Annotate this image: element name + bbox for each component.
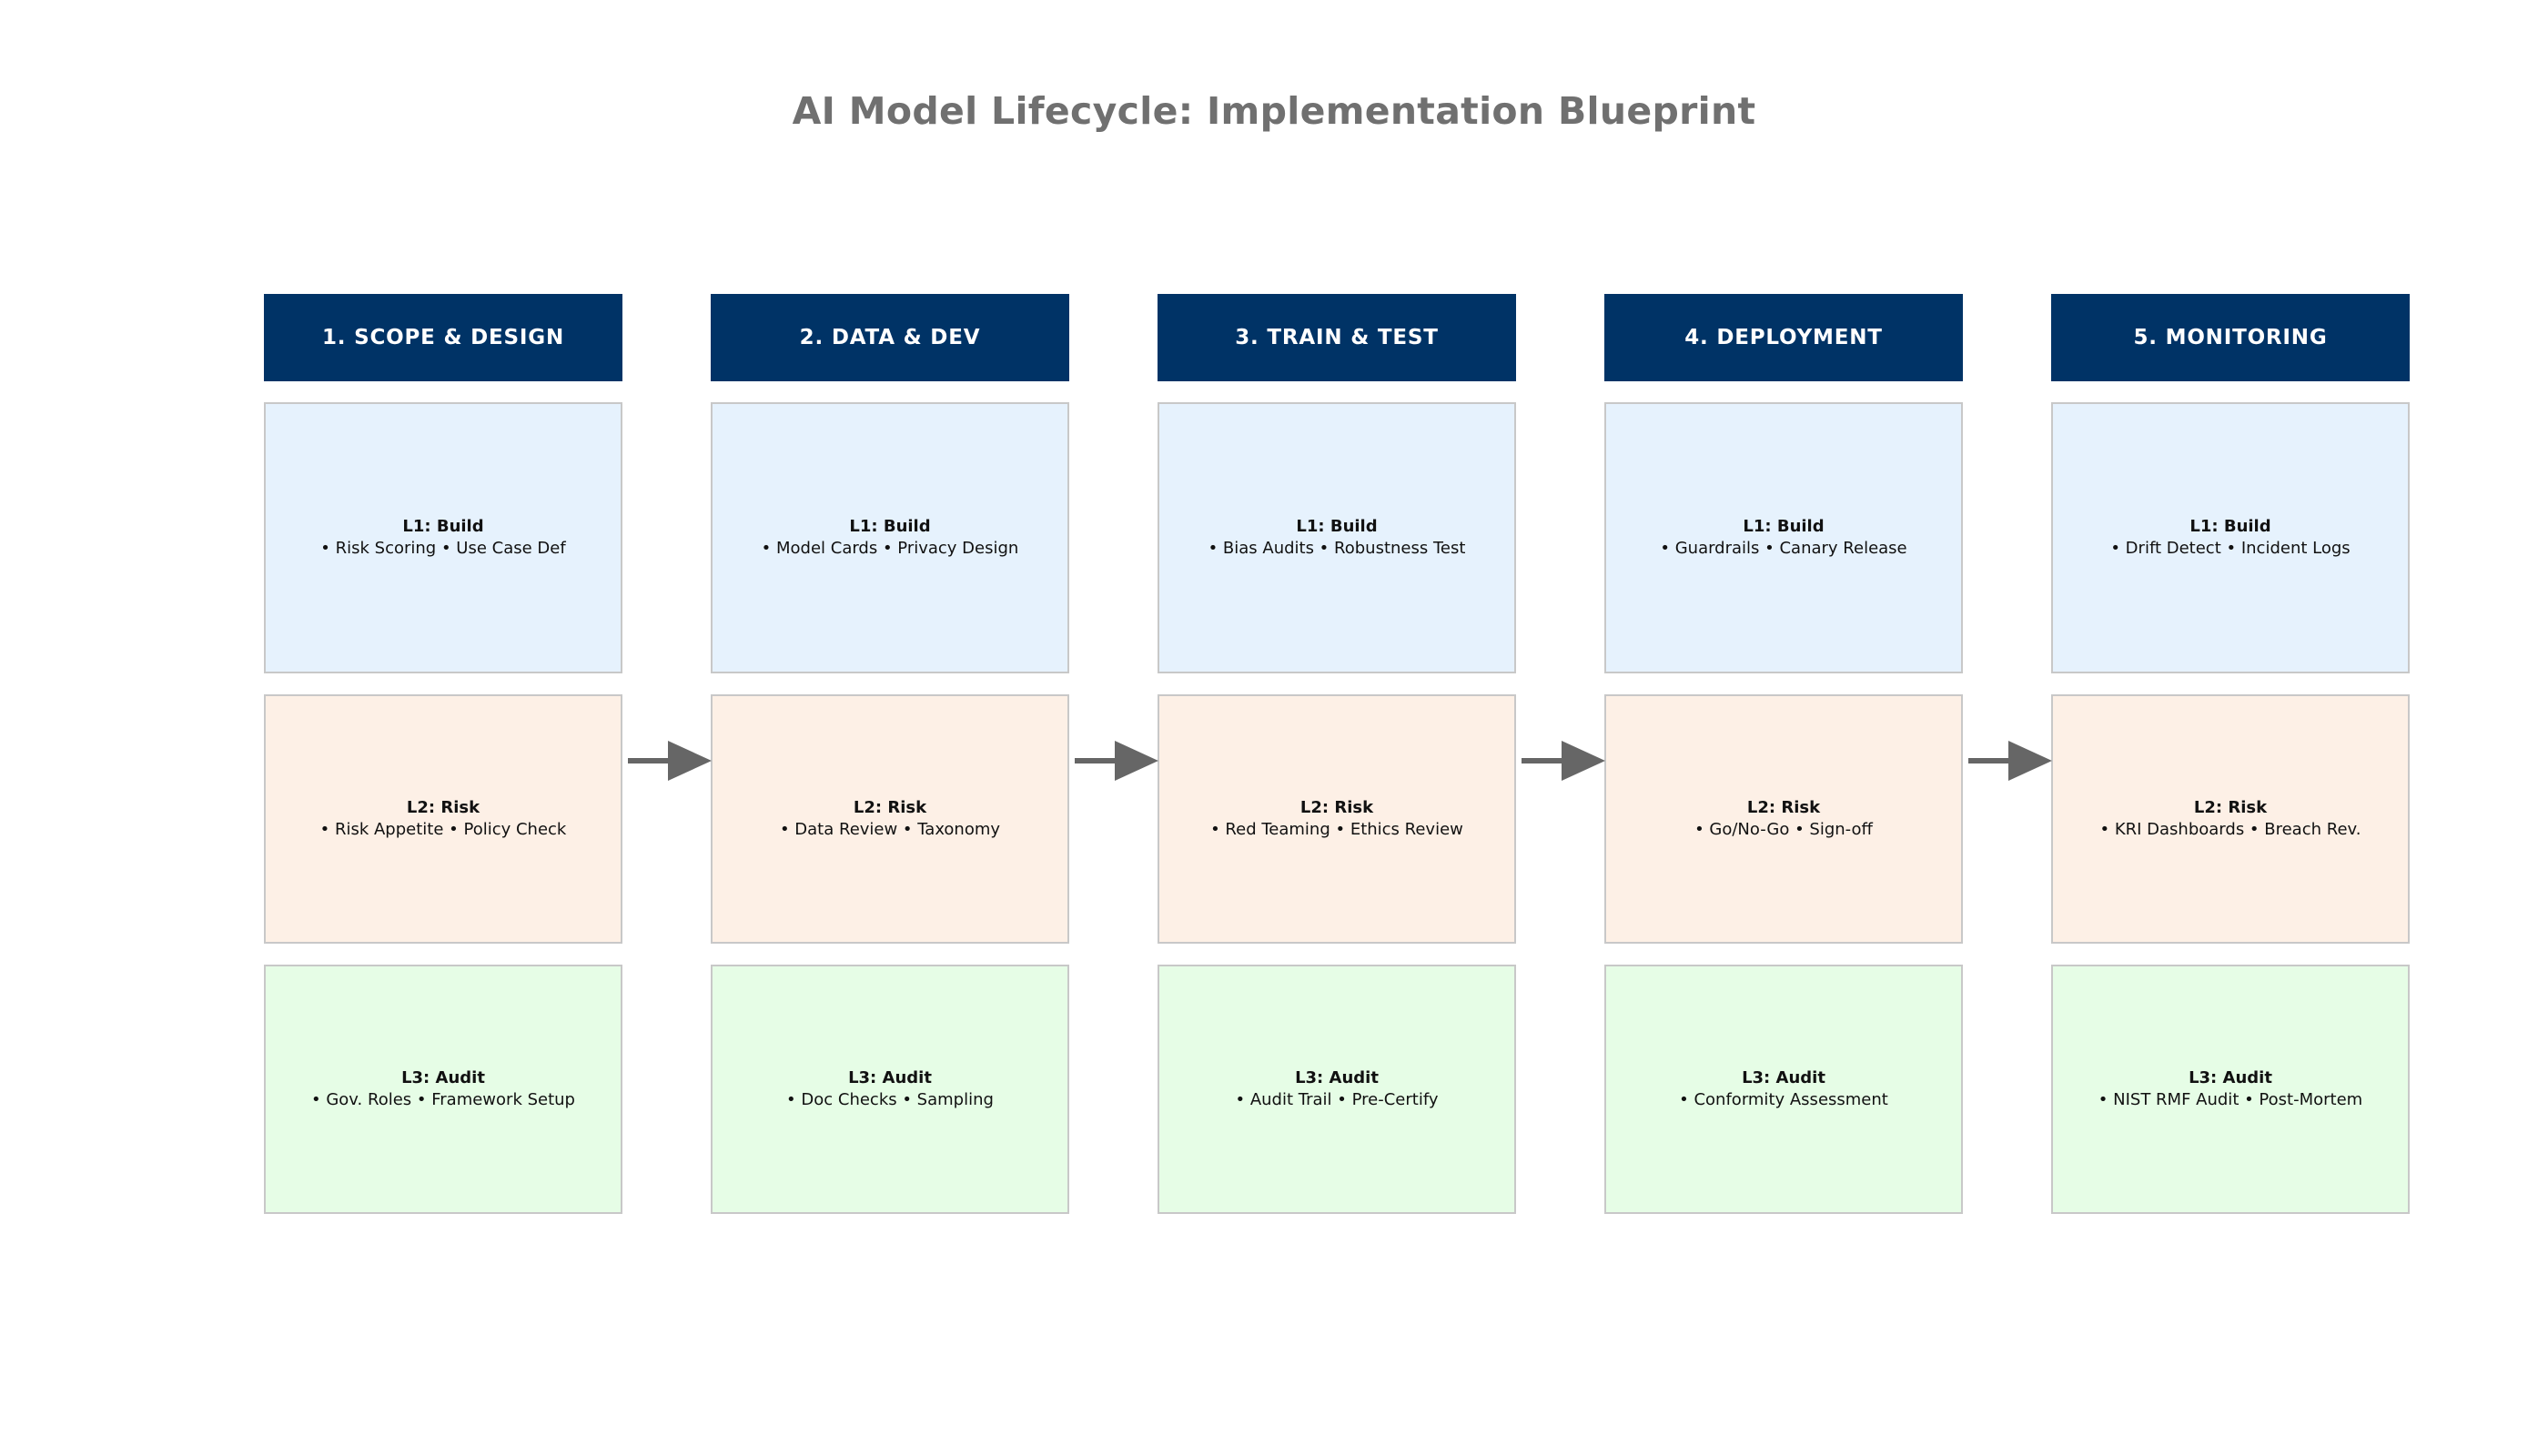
stage-2-l2-box: L2: Risk • Data Review • Taxonomy bbox=[711, 694, 1069, 944]
stage-4-l3-items: • Conformity Assessment bbox=[1679, 1090, 1888, 1109]
stage-header-5: 5. MONITORING bbox=[2051, 294, 2410, 381]
stage-2-l2-items: • Data Review • Taxonomy bbox=[779, 820, 1001, 839]
stage-3-l1-box: L1: Build • Bias Audits • Robustness Tes… bbox=[1158, 402, 1516, 673]
stage-5-l3-label: L3: Audit bbox=[2189, 1068, 2272, 1087]
stage-3-l3-box: L3: Audit • Audit Trail • Pre-Certify bbox=[1158, 965, 1516, 1214]
stage-2-l3-box: L3: Audit • Doc Checks • Sampling bbox=[711, 965, 1069, 1214]
stage-1-l1-label: L1: Build bbox=[402, 517, 484, 536]
stage-3-l2-box: L2: Risk • Red Teaming • Ethics Review bbox=[1158, 694, 1516, 944]
stage-2-l1-label: L1: Build bbox=[849, 517, 931, 536]
stage-header-3: 3. TRAIN & TEST bbox=[1158, 294, 1516, 381]
stage-1-l2-box: L2: Risk • Risk Appetite • Policy Check bbox=[264, 694, 622, 944]
stage-2-l3-label: L3: Audit bbox=[848, 1068, 932, 1087]
stage-5-l1-box: L1: Build • Drift Detect • Incident Logs bbox=[2051, 402, 2410, 673]
stage-1-l2-label: L2: Risk bbox=[406, 798, 480, 817]
stage-4-l1-box: L1: Build • Guardrails • Canary Release bbox=[1604, 402, 1963, 673]
stage-1-l3-label: L3: Audit bbox=[401, 1068, 485, 1087]
stage-1-l1-items: • Risk Scoring • Use Case Def bbox=[320, 539, 566, 558]
stage-header-4: 4. DEPLOYMENT bbox=[1604, 294, 1963, 381]
flow-arrow-icon bbox=[1075, 741, 1158, 781]
diagram-title: AI Model Lifecycle: Implementation Bluep… bbox=[792, 89, 1756, 133]
stage-4-l1-items: • Guardrails • Canary Release bbox=[1660, 539, 1907, 558]
stage-4-l1-label: L1: Build bbox=[1743, 517, 1825, 536]
stage-4-l2-box: L2: Risk • Go/No-Go • Sign-off bbox=[1604, 694, 1963, 944]
stage-1-l3-box: L3: Audit • Gov. Roles • Framework Setup bbox=[264, 965, 622, 1214]
stage-4-l3-box: L3: Audit • Conformity Assessment bbox=[1604, 965, 1963, 1214]
stage-2-l1-items: • Model Cards • Privacy Design bbox=[761, 539, 1019, 558]
stage-4-l2-items: • Go/No-Go • Sign-off bbox=[1694, 820, 1873, 839]
stage-3-l1-items: • Bias Audits • Robustness Test bbox=[1208, 539, 1466, 558]
stage-3-l2-items: • Red Teaming • Ethics Review bbox=[1210, 820, 1463, 839]
stage-3-l2-label: L2: Risk bbox=[1299, 798, 1374, 817]
stage-header-1: 1. SCOPE & DESIGN bbox=[264, 294, 622, 381]
stage-header-2: 2. DATA & DEV bbox=[711, 294, 1069, 381]
flow-arrow-icon bbox=[1968, 741, 2052, 781]
stage-5-l1-label: L1: Build bbox=[2189, 517, 2271, 536]
stage-4-l3-label: L3: Audit bbox=[1742, 1068, 1825, 1087]
stage-1-l1-box: L1: Build • Risk Scoring • Use Case Def bbox=[264, 402, 622, 673]
stage-2-l1-box: L1: Build • Model Cards • Privacy Design bbox=[711, 402, 1069, 673]
stage-4-l2-label: L2: Risk bbox=[1746, 798, 1821, 817]
stage-1-l3-items: • Gov. Roles • Framework Setup bbox=[311, 1090, 575, 1109]
flow-arrow-icon bbox=[628, 741, 712, 781]
stage-1-l2-items: • Risk Appetite • Policy Check bbox=[319, 820, 567, 839]
stage-3-l1-label: L1: Build bbox=[1296, 517, 1378, 536]
stage-3-l3-items: • Audit Trail • Pre-Certify bbox=[1235, 1090, 1439, 1109]
stage-5-l3-box: L3: Audit • NIST RMF Audit • Post-Mortem bbox=[2051, 965, 2410, 1214]
stage-5-l2-items: • KRI Dashboards • Breach Rev. bbox=[2099, 820, 2361, 839]
stage-5-l2-box: L2: Risk • KRI Dashboards • Breach Rev. bbox=[2051, 694, 2410, 944]
stage-5-l1-items: • Drift Detect • Incident Logs bbox=[2110, 539, 2351, 558]
stage-3-l3-label: L3: Audit bbox=[1295, 1068, 1379, 1087]
stage-2-l2-label: L2: Risk bbox=[853, 798, 927, 817]
stage-5-l3-items: • NIST RMF Audit • Post-Mortem bbox=[2098, 1090, 2363, 1109]
stage-2-l3-items: • Doc Checks • Sampling bbox=[786, 1090, 994, 1109]
stage-5-l2-label: L2: Risk bbox=[2193, 798, 2268, 817]
flow-arrow-icon bbox=[1522, 741, 1605, 781]
